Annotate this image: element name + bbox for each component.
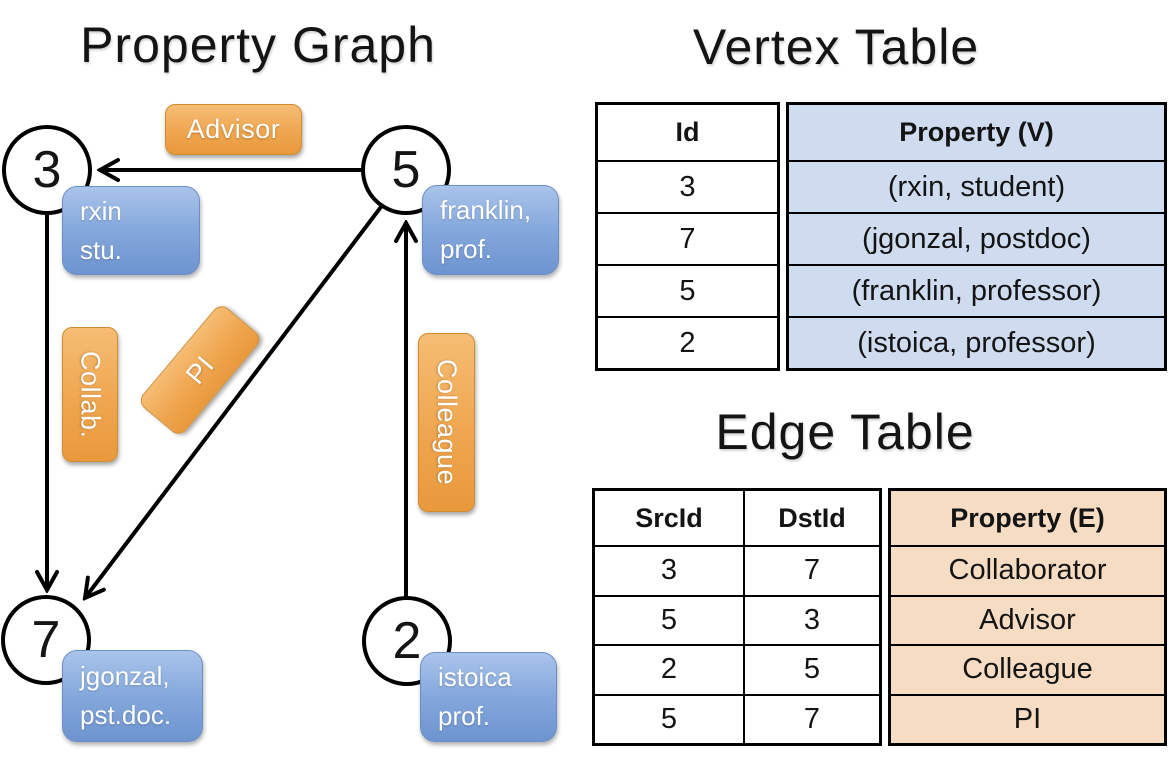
column-header: Property (E) [891, 491, 1164, 545]
table-cell: 2 [595, 644, 743, 694]
column-header: Id [675, 117, 700, 147]
table-cell: 7 [743, 545, 879, 595]
edge-label-collab: Collab. [62, 327, 118, 462]
column-header: SrcId [635, 502, 703, 533]
table-cell: Advisor [891, 594, 1164, 644]
graph-node-2: 2 [362, 596, 452, 686]
vertex-table-title: Vertex Table [692, 19, 980, 75]
table-cell: 5 [598, 264, 777, 316]
node-id-label: 3 [32, 141, 62, 199]
node-property-box-5: franklin, prof. [422, 185, 559, 275]
column-header: DstId [743, 491, 879, 545]
table-cell: (jgonzal, postdoc) [789, 212, 1164, 264]
edge-pi-5-to-7 [85, 189, 395, 598]
edge-table-title: Edge Table [715, 404, 975, 460]
vertex-table-property-column: Property (V) (rxin, student) (jgonzal, p… [786, 102, 1167, 371]
edge-label-colleague: Colleague [418, 333, 475, 512]
table-cell: (rxin, student) [789, 160, 1164, 212]
node-id-label: 5 [391, 141, 421, 199]
table-cell: 3 [598, 160, 777, 212]
table-cell: Collaborator [891, 545, 1164, 595]
table-cell: 5 [595, 594, 743, 645]
node-id-label: 7 [31, 611, 61, 669]
node-property-box-7: jgonzal, pst.doc. [62, 650, 203, 742]
table-cell: Colleague [891, 644, 1164, 694]
table-cell: (istoica, professor) [789, 316, 1164, 368]
edge-table-property-column: Property (E) Collaborator Advisor Collea… [888, 488, 1167, 746]
column-header: Property (V) [789, 105, 1164, 160]
table-cell: 3 [595, 545, 743, 595]
table-cell: PI [891, 693, 1164, 743]
vertex-table-id-column: Id 3 7 5 2 [595, 102, 780, 371]
table-cell: 5 [595, 693, 743, 744]
table-cell: 7 [743, 693, 879, 743]
graph-node-5: 5 [361, 125, 451, 215]
table-cell: (franklin, professor) [789, 264, 1164, 316]
table-cell: 2 [598, 316, 777, 368]
node-id-label: 2 [392, 612, 422, 670]
table-cell: 3 [743, 594, 879, 644]
table-cell: 5 [743, 644, 879, 694]
node-property-box-3: rxin stu. [62, 186, 200, 275]
node-property-box-2: istoica prof. [420, 652, 557, 742]
edge-label-advisor: Advisor [165, 104, 302, 155]
graph-title: Property Graph [80, 17, 436, 73]
edge-table-id-columns: SrcId DstId 3 7 5 3 2 5 5 7 [592, 488, 882, 746]
table-cell: 7 [598, 212, 777, 264]
